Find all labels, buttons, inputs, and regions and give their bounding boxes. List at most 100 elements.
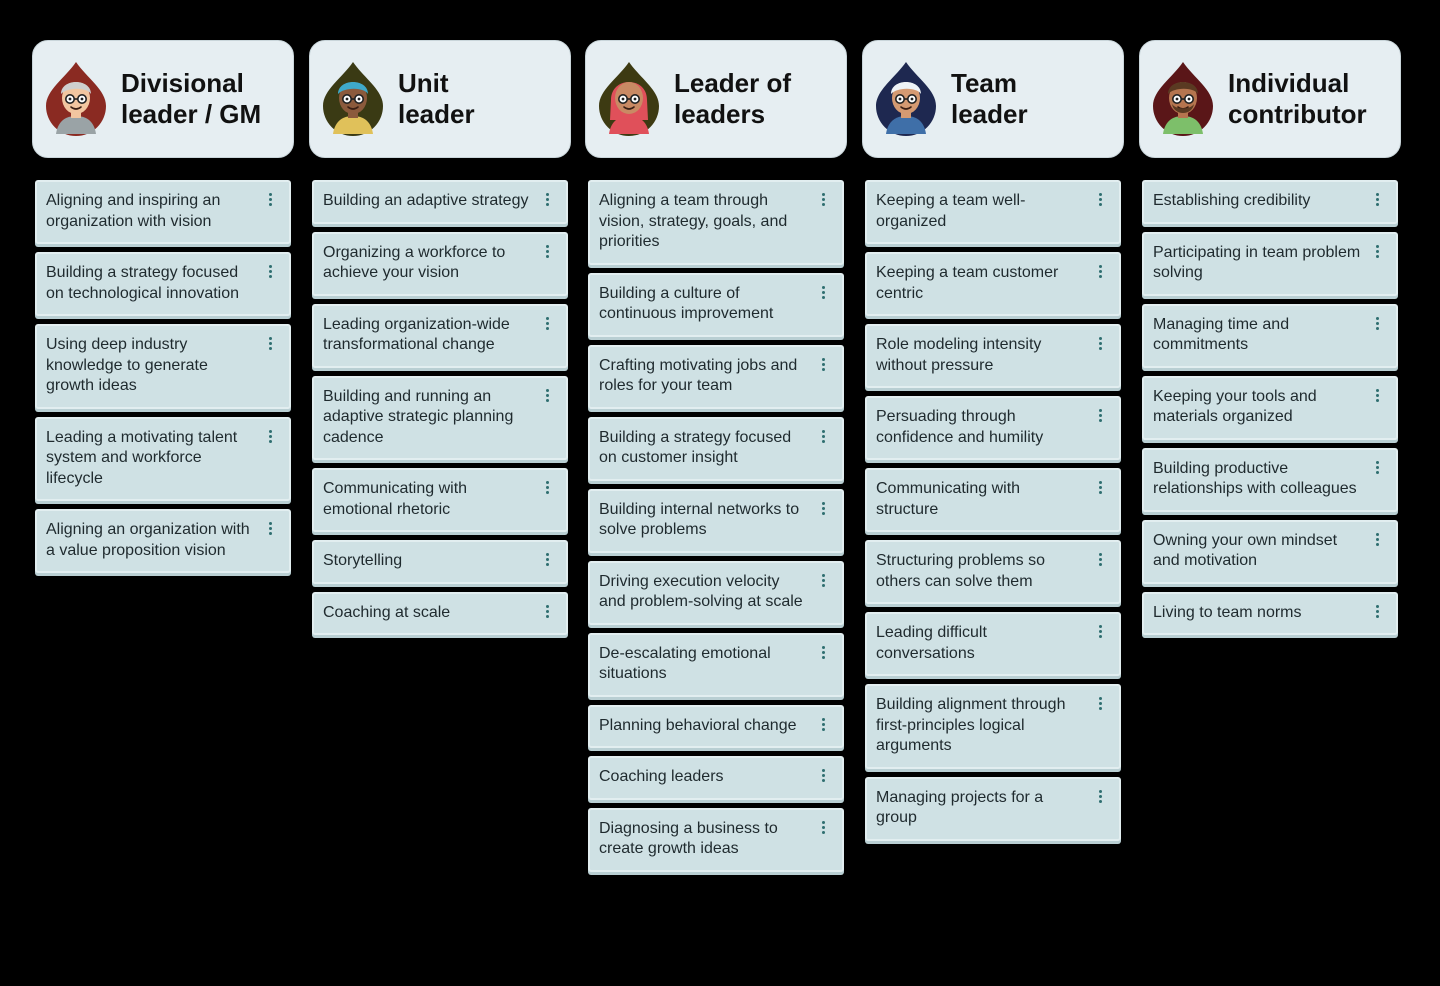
kebab-menu-icon[interactable] (1099, 193, 1103, 206)
kebab-menu-icon[interactable] (1376, 460, 1380, 474)
kebab-menu-icon[interactable] (822, 820, 826, 834)
kebab-menu-icon[interactable] (1376, 604, 1380, 618)
kebab-menu-icon[interactable] (1099, 265, 1103, 278)
kebab-menu-icon[interactable] (269, 522, 273, 535)
skill-card[interactable]: Managing time and commitments (1142, 303, 1398, 368)
skill-card-label: Building a strategy focused on technolog… (46, 264, 240, 302)
column-header: Leader of leaders (585, 40, 847, 158)
skill-card-label: Building a culture of continuous improve… (599, 284, 774, 323)
skill-card[interactable]: Leading a motivating talent system and w… (35, 416, 291, 501)
skill-card[interactable]: Managing projects for a group (865, 776, 1121, 841)
skill-card-label: Establishing credibility (1153, 192, 1311, 209)
kebab-menu-icon[interactable] (822, 717, 826, 731)
kebab-menu-icon[interactable] (1099, 481, 1103, 494)
skill-card-label: Diagnosing a business to create growth i… (599, 819, 778, 858)
kebab-menu-icon[interactable] (1376, 316, 1380, 330)
skill-card[interactable]: Building a culture of continuous improve… (588, 272, 844, 337)
column-header: Unit leader (309, 40, 571, 158)
skill-card[interactable]: Keeping a team customer centric (865, 252, 1121, 316)
skill-card[interactable]: Coaching at scale (312, 591, 568, 635)
skill-card-label: Driving execution velocity and problem-s… (599, 572, 803, 611)
kebab-menu-icon[interactable] (1099, 789, 1103, 803)
skill-card[interactable]: Aligning and inspiring an organization w… (35, 180, 291, 244)
skill-card[interactable]: Building a strategy focused on customer … (588, 416, 844, 481)
skill-card-label: Leading a motivating talent system and w… (46, 428, 238, 487)
kebab-menu-icon[interactable] (1099, 409, 1103, 422)
kebab-menu-icon[interactable] (1376, 244, 1380, 258)
kebab-menu-icon[interactable] (546, 244, 550, 258)
skill-card[interactable]: Persuading through confidence and humili… (865, 396, 1121, 460)
skill-card[interactable]: De-escalating emotional situations (588, 632, 844, 697)
kebab-menu-icon[interactable] (822, 193, 826, 206)
kebab-menu-icon[interactable] (1376, 532, 1380, 546)
kebab-menu-icon[interactable] (546, 553, 550, 566)
person-beanie-avatar-icon (876, 62, 936, 136)
skill-card[interactable]: Leading difficult conversations (865, 612, 1121, 676)
skill-card[interactable]: Crafting motivating jobs and roles for y… (588, 344, 844, 409)
skill-card[interactable]: Storytelling (312, 540, 568, 584)
skill-card[interactable]: Living to team norms (1142, 591, 1398, 635)
person-glasses-gray-hair-avatar-icon (46, 62, 106, 136)
skill-card[interactable]: Keeping a team well-organized (865, 180, 1121, 244)
kebab-menu-icon[interactable] (546, 316, 550, 330)
kebab-menu-icon[interactable] (1376, 193, 1380, 206)
kebab-menu-icon[interactable] (822, 285, 826, 299)
skill-card[interactable]: Communicating with structure (865, 468, 1121, 532)
kebab-menu-icon[interactable] (1099, 625, 1103, 638)
kebab-menu-icon[interactable] (269, 429, 273, 443)
skill-card-label: Aligning an organization with a value pr… (46, 521, 250, 559)
skill-card[interactable]: Establishing credibility (1142, 180, 1398, 224)
skill-card[interactable]: Planning behavioral change (588, 704, 844, 748)
column-header: Team leader (862, 40, 1124, 158)
person-beard-sunglasses-avatar-icon (1153, 62, 1213, 136)
kebab-menu-icon[interactable] (269, 337, 273, 350)
kebab-menu-icon[interactable] (1099, 337, 1103, 350)
skill-card[interactable]: Aligning an organization with a value pr… (35, 509, 291, 573)
card-list: Aligning and inspiring an organization w… (35, 180, 291, 581)
skill-card[interactable]: Communicating with emotional rhetoric (312, 468, 568, 532)
kebab-menu-icon[interactable] (546, 193, 550, 206)
skill-card[interactable]: Diagnosing a business to create growth i… (588, 807, 844, 872)
kebab-menu-icon[interactable] (822, 769, 826, 782)
skill-card[interactable]: Organizing a workforce to achieve your v… (312, 231, 568, 296)
skill-card[interactable]: Participating in team problem solving (1142, 231, 1398, 296)
column-header: Individual contributor (1139, 40, 1401, 158)
kebab-menu-icon[interactable] (546, 604, 550, 618)
kebab-menu-icon[interactable] (1099, 697, 1103, 710)
kebab-menu-icon[interactable] (546, 388, 550, 402)
skill-card[interactable]: Structuring problems so others can solve… (865, 540, 1121, 604)
kebab-menu-icon[interactable] (822, 645, 826, 659)
kebab-menu-icon[interactable] (1376, 388, 1380, 402)
column-header: Divisional leader / GM (32, 40, 294, 158)
skill-card[interactable]: Keeping your tools and materials organiz… (1142, 375, 1398, 440)
kebab-menu-icon[interactable] (546, 481, 550, 494)
skill-card[interactable]: Aligning a team through vision, strategy… (588, 180, 844, 265)
skill-card[interactable]: Coaching leaders (588, 756, 844, 800)
skill-card[interactable]: Building productive relationships with c… (1142, 447, 1398, 512)
skill-card[interactable]: Building a strategy focused on technolog… (35, 252, 291, 316)
kebab-menu-icon[interactable] (269, 193, 273, 206)
skill-card[interactable]: Driving execution velocity and problem-s… (588, 560, 844, 625)
kebab-menu-icon[interactable] (822, 429, 826, 443)
kebab-menu-icon[interactable] (822, 357, 826, 371)
skill-card[interactable]: Building alignment through first-princip… (865, 684, 1121, 769)
skill-card-label: Communicating with emotional rhetoric (323, 480, 468, 518)
skill-card[interactable]: Building internal networks to solve prob… (588, 488, 844, 553)
skill-card-label: Building internal networks to solve prob… (599, 500, 800, 539)
kebab-menu-icon[interactable] (269, 265, 273, 278)
skill-card-label: Planning behavioral change (599, 716, 797, 734)
kebab-menu-icon[interactable] (822, 573, 826, 587)
person-blue-hair-avatar-icon (323, 62, 383, 136)
skill-card[interactable]: Owning your own mindset and motivation (1142, 519, 1398, 584)
kebab-menu-icon[interactable] (1099, 553, 1103, 566)
skill-card[interactable]: Building an adaptive strategy (312, 180, 568, 224)
skill-card[interactable]: Leading organization-wide transformation… (312, 303, 568, 368)
kebab-menu-icon[interactable] (822, 501, 826, 515)
skill-card[interactable]: Role modeling intensity without pressure (865, 324, 1121, 388)
skill-card-label: Storytelling (323, 552, 403, 569)
skill-card[interactable]: Using deep industry knowledge to generat… (35, 324, 291, 409)
skill-card[interactable]: Building and running an adaptive strateg… (312, 375, 568, 460)
column-title: Divisional leader / GM (121, 68, 262, 129)
column-title: Leader of leaders (674, 68, 792, 129)
